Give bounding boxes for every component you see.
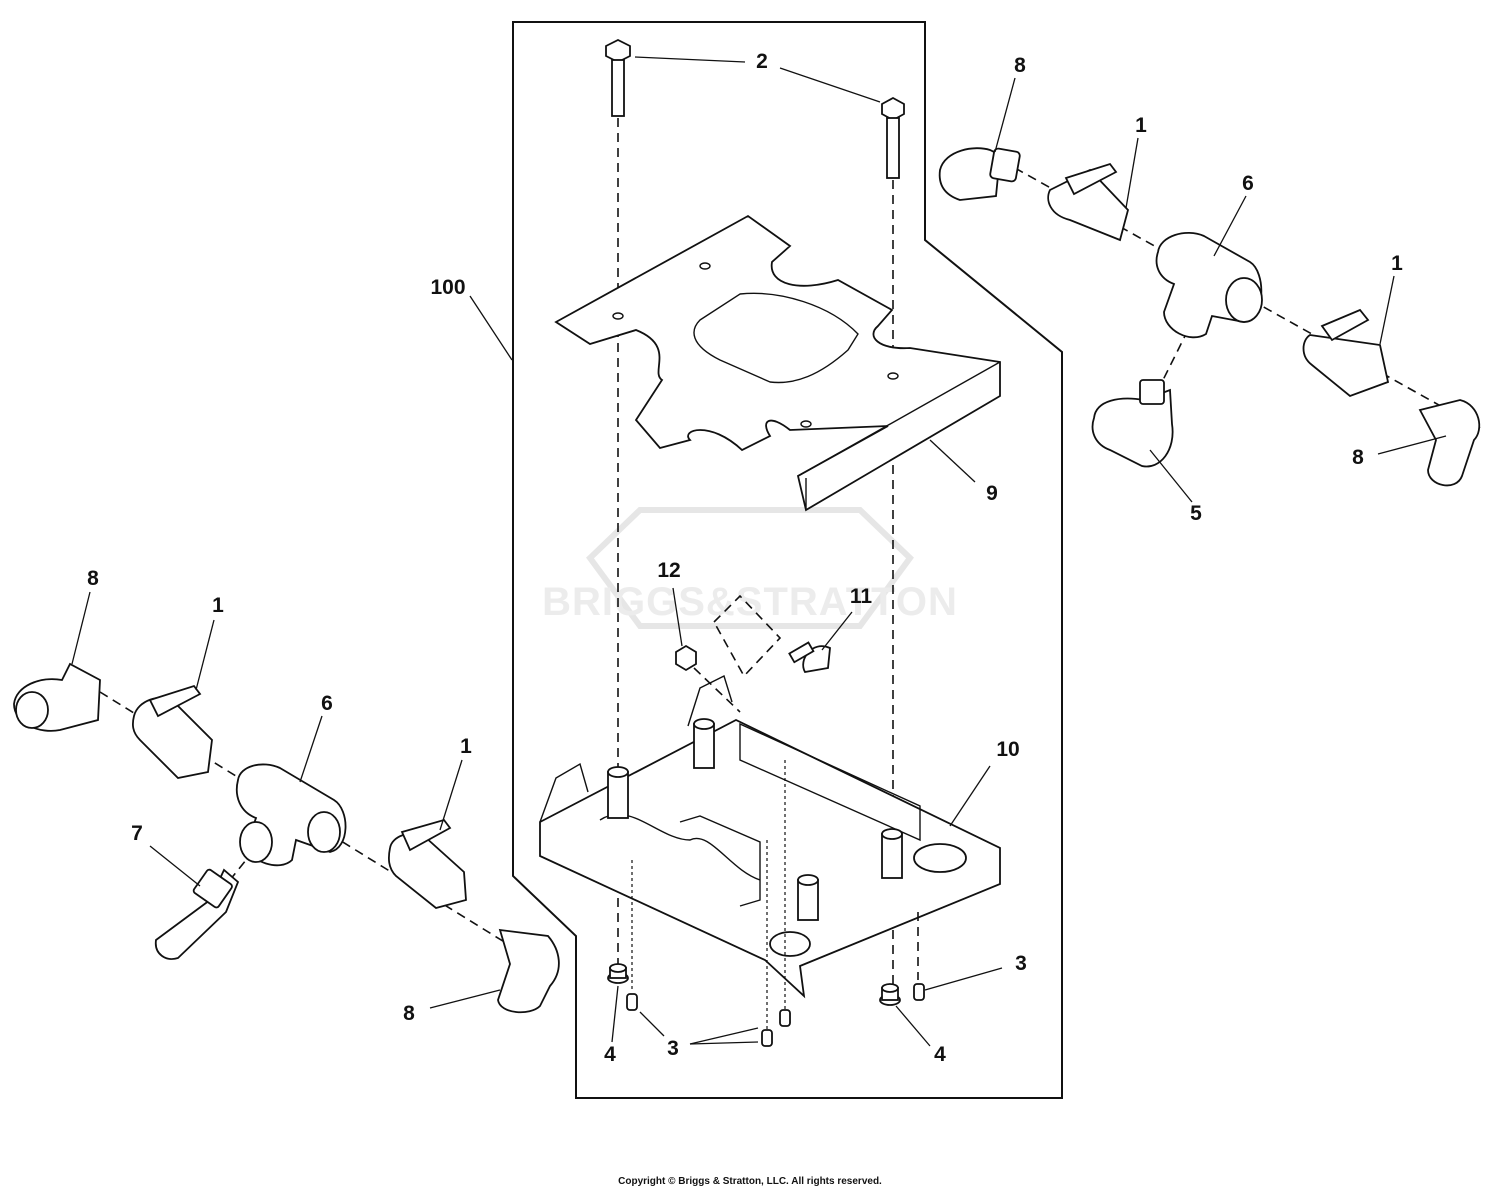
- callout-3-bottom: 3: [667, 1037, 679, 1060]
- callout-8-left-bottom: 8: [403, 1002, 415, 1025]
- nut-axis: [693, 667, 741, 713]
- fastener-detail-box: [713, 594, 782, 678]
- bolt-right: [881, 96, 905, 179]
- callout-100: 100: [430, 276, 465, 299]
- brand-watermark: BRIGGS&STRATTON: [542, 507, 958, 629]
- kit-boundary-outline: [512, 21, 1063, 1099]
- callout-1-left-top: 1: [212, 594, 224, 617]
- flange-nut-right: [879, 983, 901, 1006]
- callout-4-right: 4: [934, 1043, 946, 1066]
- callout-3-right: 3: [1015, 952, 1027, 975]
- watermark-text: BRIGGS&STRATTON: [542, 580, 958, 624]
- callout-1-left-bottom: 1: [460, 735, 472, 758]
- hex-nut: [675, 644, 697, 672]
- carriage-screw: [788, 641, 831, 673]
- flange-nut-left: [607, 963, 629, 984]
- callout-9: 9: [986, 482, 998, 505]
- callout-10: 10: [996, 738, 1019, 761]
- callout-7: 7: [131, 822, 143, 845]
- callout-12: 12: [657, 559, 680, 582]
- copyright-notice: Copyright © Briggs & Stratton, LLC. All …: [618, 1176, 882, 1187]
- right-fitting-assembly: [938, 147, 1481, 487]
- callout-leader-lines: [71, 56, 1447, 1047]
- upper-mounting-plate: [554, 214, 1001, 512]
- left-fitting-assembly: [13, 662, 560, 1014]
- callout-2: 2: [756, 50, 768, 73]
- callout-6-left: 6: [321, 692, 333, 715]
- standoff-pins: [626, 983, 925, 1047]
- callout-1-right-bottom: 1: [1391, 252, 1403, 275]
- callout-1-right-top: 1: [1135, 114, 1147, 137]
- callout-8-right-top: 8: [1014, 54, 1026, 77]
- callout-8-left-top: 8: [87, 567, 99, 590]
- lower-mounting-tray: [539, 675, 1001, 999]
- callout-11: 11: [850, 585, 873, 608]
- callout-5: 5: [1190, 502, 1202, 525]
- bolt-left: [605, 38, 631, 117]
- callout-4-left: 4: [604, 1043, 616, 1066]
- callout-numbers: 100 2 9 12 11 10 3 3 4 4 8 1 6 1 5 8 8 1…: [87, 50, 1403, 1066]
- callout-6-right: 6: [1242, 172, 1254, 195]
- callout-8-right-bottom: 8: [1352, 446, 1364, 469]
